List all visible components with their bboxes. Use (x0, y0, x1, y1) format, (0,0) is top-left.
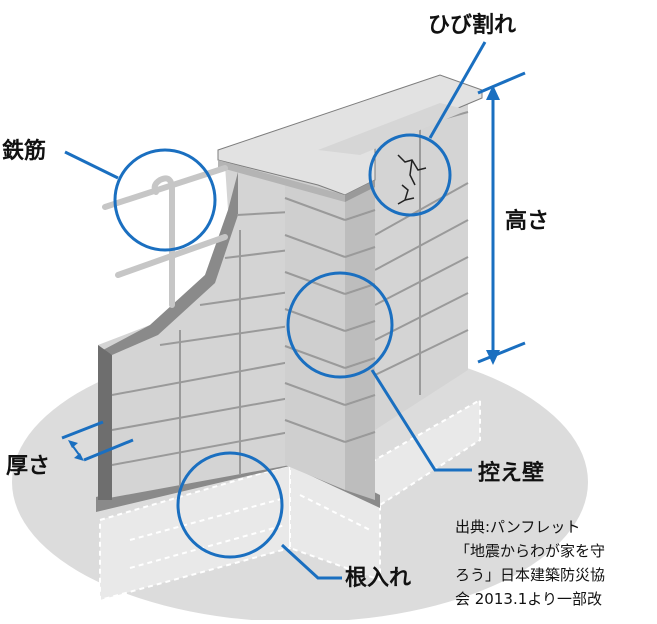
crack-leader (428, 41, 487, 139)
buttress-block (284, 160, 376, 500)
main-wall (98, 148, 291, 500)
height-label: 高さ (505, 208, 549, 234)
source-note: 出典:パンフレット 「地震からわが家を守 ろう」日本建築防災協 会 2013.1… (455, 518, 605, 608)
source-line-3: ろう」日本建築防災協 (455, 566, 605, 584)
rebar-callout-circle (113, 148, 217, 252)
rebar-label: 鉄筋 (2, 138, 46, 164)
embedment-label: 根入れ (345, 566, 411, 591)
callout-circles (113, 133, 452, 559)
embedment-callout-circle (176, 451, 284, 559)
buttress-callout-circle (286, 271, 394, 379)
source-line-1: 出典:パンフレット (455, 518, 580, 536)
crack-lines (397, 154, 427, 205)
buttress-label: 控え壁 (478, 460, 544, 486)
source-line-2: 「地震からわが家を守 (455, 542, 605, 560)
rebar (102, 165, 228, 308)
leader-lines (61, 41, 526, 580)
buttress-leader (370, 369, 472, 472)
thickness-label: 厚さ (6, 454, 50, 479)
source-line-4: 会 2013.1より一部改 (455, 590, 602, 608)
height-dimension (486, 85, 500, 365)
crack-label: ひび割れ (428, 12, 516, 38)
coping-cap (217, 74, 483, 202)
thickness-dimension (68, 440, 84, 461)
crack-callout-circle (368, 133, 452, 217)
rebar-leader (64, 150, 119, 180)
embedment-leader (280, 543, 342, 580)
